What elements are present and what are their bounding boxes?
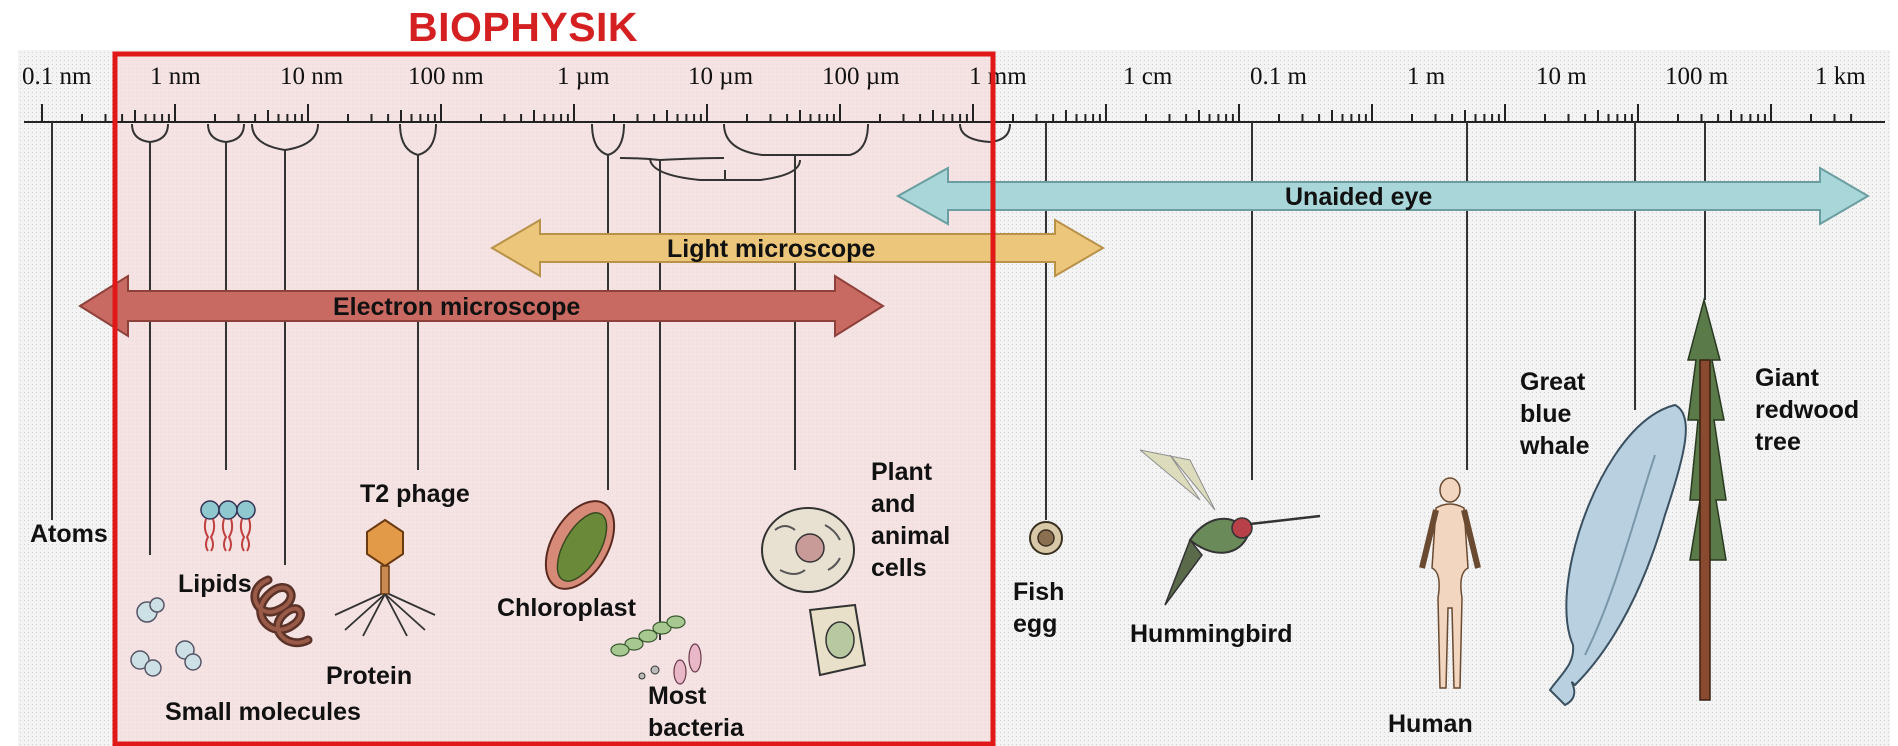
plant-label-4: cells [871, 554, 927, 582]
tree-label-2: redwood [1755, 396, 1859, 424]
whale-label-3: whale [1519, 432, 1590, 460]
fish-egg-label-2: egg [1013, 610, 1057, 638]
plant-label-1: Plant [871, 458, 933, 486]
tree-label-1: Giant [1755, 364, 1820, 392]
scale-tick-label: 10 m [1536, 63, 1587, 90]
light-microscope-label: Light microscope [667, 235, 875, 263]
hummingbird-label: Hummingbird [1130, 620, 1293, 648]
t2-phage-label: T2 phage [360, 480, 470, 508]
scale-tick-label: 0.1 nm [22, 63, 92, 90]
scale-tick-label: 10 µm [688, 63, 754, 90]
whale-label-2: blue [1520, 400, 1571, 428]
fish-egg-icon [1030, 522, 1062, 554]
fish-egg-label-1: Fish [1013, 578, 1064, 606]
scale-tick-label: 1 µm [557, 63, 610, 90]
lipids-label: Lipids [178, 570, 252, 598]
atoms-label: Atoms [30, 520, 108, 548]
plant-label-3: animal [871, 522, 950, 550]
chloroplast-label: Chloroplast [497, 594, 637, 622]
scale-tick-label: 100 m [1665, 63, 1729, 90]
whale-label-1: Great [1520, 368, 1586, 396]
small-molecules-label: Small molecules [165, 698, 361, 726]
scale-tick-label: 1 km [1815, 63, 1866, 90]
protein-label: Protein [326, 662, 412, 690]
scale-tick-label: 1 mm [969, 63, 1027, 90]
unaided-eye-label: Unaided eye [1285, 183, 1432, 211]
tree-label-3: tree [1755, 428, 1801, 456]
bacteria-label: bacteria [648, 714, 745, 742]
scale-tick-label: 10 nm [280, 63, 344, 90]
scale-tick-label: 0.1 m [1250, 63, 1308, 90]
electron-microscope-label: Electron microscope [333, 293, 580, 321]
scale-tick-label: 1 nm [150, 63, 201, 90]
most-label: Most [648, 682, 707, 710]
human-label: Human [1388, 710, 1473, 738]
scale-tick-label: 100 µm [822, 63, 900, 90]
scale-tick-label: 1 m [1407, 63, 1446, 90]
plant-label-2: and [871, 490, 915, 518]
scale-tick-label: 1 cm [1123, 63, 1173, 90]
scale-tick-label: 100 nm [408, 63, 484, 90]
